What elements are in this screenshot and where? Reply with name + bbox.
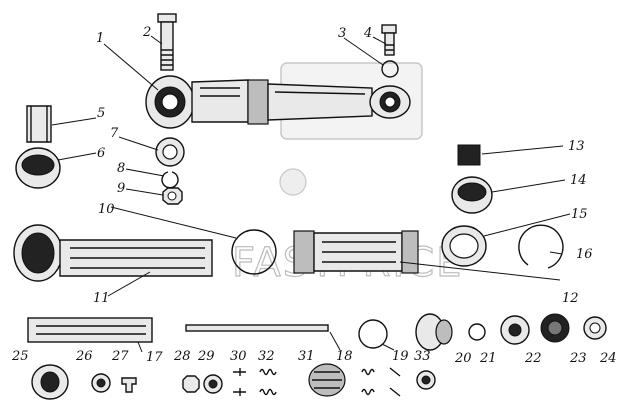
- callout-22: 22: [524, 351, 542, 366]
- part-3-ring: [381, 60, 399, 78]
- part-19-ring: [358, 319, 388, 349]
- callout-10: 10: [98, 202, 115, 217]
- part-2-bolt-shank: [160, 21, 174, 71]
- callout-33: 33: [414, 349, 431, 364]
- callout-1: 1: [96, 31, 104, 46]
- part-27-screw: [121, 377, 137, 393]
- callout-19: 19: [392, 349, 409, 364]
- callout-labels: 1 2 3 4 5 6 7 8 9 10 11 12 13 14 15 16 1…: [11, 25, 617, 366]
- callout-11: 11: [93, 291, 110, 306]
- part-11-ring: [231, 229, 277, 275]
- callout-3: 3: [338, 26, 346, 41]
- callout-26: 26: [75, 349, 93, 364]
- part-5-sleeve: [26, 105, 52, 143]
- callout-8: 8: [117, 161, 125, 176]
- part-1-collar: [247, 79, 269, 125]
- part-18-rod: [185, 324, 329, 332]
- callout-12: 12: [562, 291, 579, 306]
- part-28-nut: [182, 375, 200, 393]
- part-32-spring: [259, 368, 277, 396]
- callout-17: 17: [146, 350, 163, 365]
- callout-28: 28: [173, 349, 191, 364]
- part-1-cylinder: [267, 83, 373, 121]
- callout-27: 27: [111, 349, 129, 364]
- callout-13: 13: [568, 139, 585, 154]
- bottom-parts: [27, 313, 607, 400]
- callout-32: 32: [258, 349, 275, 364]
- part-12-reservoir: [293, 230, 419, 274]
- leader-lines: [51, 35, 571, 353]
- part-17-tube: [27, 317, 153, 343]
- callout-25: 25: [11, 349, 29, 364]
- part-4-bolt-head: [381, 24, 397, 34]
- callout-31: 31: [298, 349, 315, 364]
- part-10-casing: [13, 224, 213, 282]
- callout-20: 20: [454, 351, 472, 366]
- callout-6: 6: [97, 146, 105, 161]
- callout-14: 14: [570, 173, 587, 188]
- part-8-circlip: [161, 171, 179, 189]
- callout-4: 4: [363, 26, 372, 41]
- callout-24: 24: [599, 351, 617, 366]
- callout-5: 5: [97, 106, 105, 121]
- callout-18: 18: [336, 349, 353, 364]
- callout-16: 16: [576, 247, 593, 262]
- left-parts: [15, 105, 185, 205]
- part-2-bolt-head: [157, 13, 177, 23]
- part-4-bolt-shank: [384, 32, 395, 56]
- callout-15: 15: [571, 207, 588, 222]
- part-30-valve: [233, 368, 246, 396]
- part-21-ring: [468, 323, 486, 341]
- callout-30: 30: [230, 349, 247, 364]
- right-parts: [441, 144, 564, 269]
- callout-29: 29: [197, 349, 215, 364]
- callout-7: 7: [110, 126, 119, 141]
- assembled-shock-absorber: [145, 13, 411, 129]
- callout-23: 23: [569, 351, 587, 366]
- callout-21: 21: [479, 351, 497, 366]
- part-13-bush: [457, 144, 481, 166]
- part-16-ring: [518, 224, 564, 269]
- callout-9: 9: [117, 181, 125, 196]
- callout-2: 2: [142, 25, 151, 40]
